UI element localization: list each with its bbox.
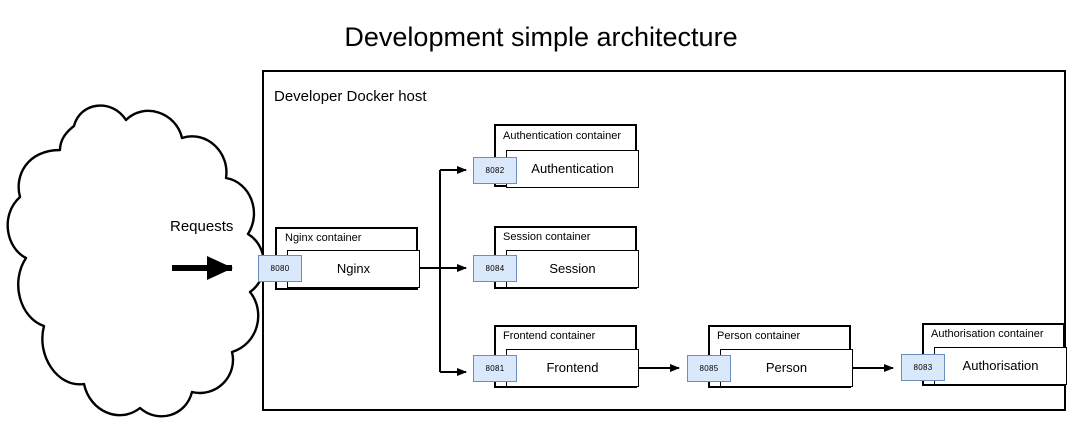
person-port-label: 8085 xyxy=(699,363,719,373)
docker-host-label: Developer Docker host xyxy=(274,88,427,105)
authentication-port-label: 8082 xyxy=(485,165,505,175)
frontend-port-label: 8081 xyxy=(485,363,505,373)
frontend-container-label: Frontend container xyxy=(503,330,596,342)
person-container-label: Person container xyxy=(717,330,801,342)
nginx-port-label: 8080 xyxy=(270,263,290,273)
nginx-port-8080[interactable]: 8080 xyxy=(258,255,302,282)
requests-label: Requests xyxy=(170,218,234,235)
cloud-icon xyxy=(6,104,266,418)
nginx-service-label: Nginx xyxy=(336,261,371,276)
frontend-service-box[interactable]: Frontend xyxy=(506,349,639,387)
docker-host-boundary xyxy=(262,70,1066,411)
session-container-label: Session container xyxy=(503,231,591,243)
authorisation-port-8083[interactable]: 8083 xyxy=(901,354,945,381)
authorisation-port-label: 8083 xyxy=(913,362,933,372)
authentication-port-8082[interactable]: 8082 xyxy=(473,157,517,184)
page-title: Development simple architecture xyxy=(344,22,738,52)
frontend-service-label: Frontend xyxy=(546,360,599,375)
person-port-8085[interactable]: 8085 xyxy=(687,355,731,382)
authentication-container-label: Authentication container xyxy=(503,130,622,142)
session-port-8084[interactable]: 8084 xyxy=(473,255,517,282)
nginx-service-box[interactable]: Nginx xyxy=(287,250,420,288)
person-service-label: Person xyxy=(765,360,808,375)
authentication-service-box[interactable]: Authentication xyxy=(506,150,639,188)
session-port-label: 8084 xyxy=(485,263,505,273)
nginx-fanout-connectors xyxy=(420,166,467,376)
nginx-container-label: Nginx container xyxy=(285,232,362,244)
authorisation-service-box[interactable]: Authorisation xyxy=(934,347,1067,385)
frontend-port-8081[interactable]: 8081 xyxy=(473,355,517,382)
session-service-box[interactable]: Session xyxy=(506,250,639,288)
authorisation-service-label: Authorisation xyxy=(962,358,1039,373)
authorisation-container-label: Authorisation container xyxy=(931,328,1044,340)
authentication-service-label: Authentication xyxy=(531,161,614,176)
person-service-box[interactable]: Person xyxy=(720,349,853,387)
session-service-label: Session xyxy=(549,261,596,276)
